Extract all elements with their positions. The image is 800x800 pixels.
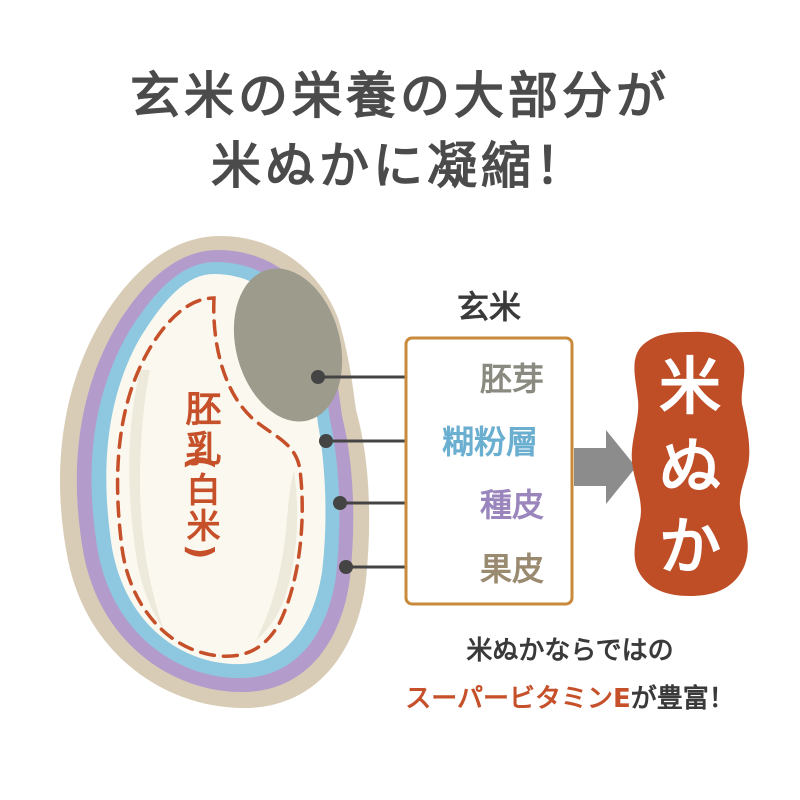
- page-title-line-2: 米ぬかに凝縮！: [211, 137, 589, 195]
- note-line-2: スーパービタミンEが豊富！: [380, 678, 760, 715]
- rice-bran-badge: [631, 331, 750, 596]
- page-title-line-1: 玄米の栄養の大部分が: [130, 67, 670, 125]
- arrow-right-icon: [574, 430, 636, 504]
- dot-seed-coat: [333, 496, 347, 510]
- endosperm-sublabel: (白米): [180, 454, 220, 561]
- endosperm-highlight: [129, 370, 164, 630]
- endosperm-label: 胚乳: [180, 390, 222, 470]
- layer-label-husk: 果皮: [480, 550, 544, 588]
- brown-rice-heading: 玄米: [457, 288, 521, 326]
- endosperm-highlight-right: [256, 470, 298, 640]
- note-line-2-rest: が豊富！: [630, 684, 735, 714]
- rice-grain: [60, 236, 370, 709]
- dot-germ: [311, 370, 325, 384]
- badge-char-3: か: [659, 510, 721, 583]
- note-line-1: 米ぬかならではの: [466, 636, 674, 666]
- badge-char-2: ぬ: [659, 430, 721, 503]
- layer-label-aleurone: 糊粉層: [442, 423, 538, 461]
- dot-husk: [339, 560, 353, 574]
- endosperm-dashed-outline: [115, 296, 304, 658]
- badge-char-1: 米: [659, 350, 721, 423]
- layers-box: [404, 336, 574, 606]
- vitamin-e-highlight: スーパービタミンE: [405, 684, 631, 714]
- dot-aleurone: [319, 434, 333, 448]
- layer-label-germ: 胚芽: [480, 360, 544, 398]
- layer-label-seed-coat: 種皮: [480, 486, 544, 524]
